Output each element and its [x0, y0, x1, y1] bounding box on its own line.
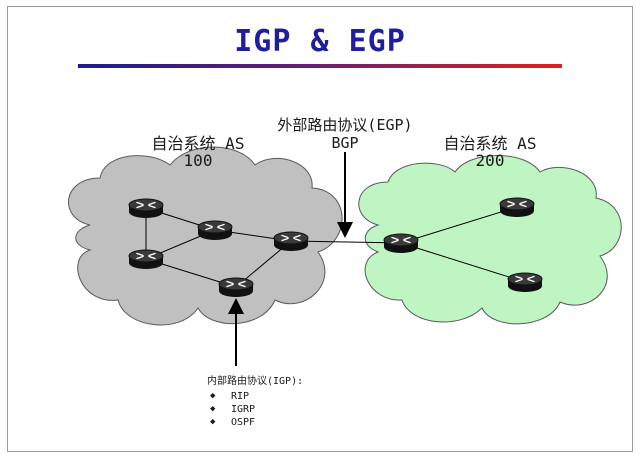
router-icon [197, 220, 233, 241]
slide-frame [7, 6, 633, 452]
as200-label: 自治系统 AS [443, 134, 537, 153]
igp-protocol: IGRP [231, 404, 256, 415]
router-icon [273, 231, 309, 252]
router-icon [128, 198, 164, 219]
link-r5-r6 [290, 240, 402, 244]
link-r6-r7 [400, 206, 518, 244]
title-underline [78, 64, 562, 68]
as100-label: 自治系统 AS [151, 134, 245, 153]
list-item: ◆ IGRP [207, 403, 357, 416]
as100-number: 100 [183, 151, 213, 170]
link-r6-r8 [400, 242, 526, 283]
egp-protocol: BGP [331, 134, 359, 152]
bullet-icon: ◆ [210, 417, 216, 427]
igp-legend: 内部路由协议(IGP): ◆ RIP ◆ IGRP ◆ OSPF [207, 372, 357, 429]
router-icon [499, 197, 535, 218]
igp-protocol: OSPF [231, 417, 256, 428]
bullet-icon: ◆ [210, 391, 216, 401]
bullet-icon: ◆ [210, 404, 216, 414]
router-icon [383, 233, 419, 254]
egp-label: 外部路由协议(EGP) [277, 116, 413, 134]
list-item: ◆ OSPF [207, 416, 357, 429]
router-icon [218, 277, 254, 298]
as200-cloud [358, 155, 622, 325]
list-item: ◆ RIP [207, 390, 357, 403]
igp-label: 内部路由协议(IGP): [207, 376, 304, 387]
as200-number: 200 [475, 151, 505, 170]
igp-protocol: RIP [231, 391, 250, 402]
igp-protocol-list: ◆ RIP ◆ IGRP ◆ OSPF [207, 390, 357, 429]
router-icon [507, 272, 543, 293]
slide-title: IGP & EGP [234, 24, 406, 59]
router-icon [128, 249, 164, 270]
